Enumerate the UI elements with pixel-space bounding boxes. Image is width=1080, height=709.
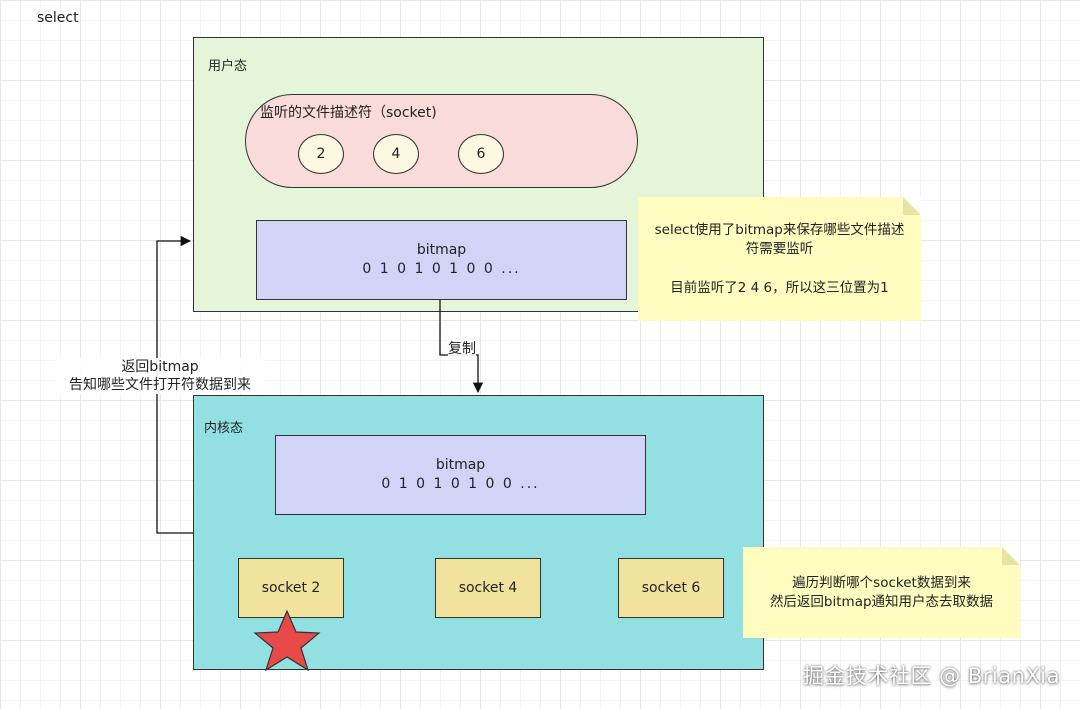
watermark: 掘金技术社区 @ BrianXia (803, 664, 1060, 688)
note-fold-icon (1002, 547, 1020, 565)
kernel-note-line1: 遍历判断哪个socket数据到来 (792, 574, 971, 591)
kernel-note: 遍历判断哪个socket数据到来 然后返回bitmap通知用户态去取数据 (743, 547, 1020, 638)
fd-group (245, 94, 638, 188)
fd-group-label: 监听的文件描述符（socket) (260, 105, 437, 121)
note-fold-icon (903, 197, 921, 215)
socket-box-4: socket 4 (435, 558, 541, 618)
star-icon (253, 609, 321, 672)
fd-node-6: 6 (458, 134, 504, 174)
fd-node-4: 4 (373, 134, 419, 174)
user-bitmap-label: bitmap (416, 242, 467, 258)
user-note-line1: select使用了bitmap来保存哪些文件描述 (654, 221, 905, 238)
diagram-title: select (37, 10, 79, 26)
return-label: 返回bitmap 告知哪些文件打开符数据到来 (55, 358, 265, 394)
socket-box-2: socket 2 (238, 558, 344, 618)
copy-label: 复制 (448, 340, 476, 358)
user-note: select使用了bitmap来保存哪些文件描述 符需要监听 目前监听了2 4 … (638, 197, 921, 321)
user-bitmap: bitmap 0 1 0 1 0 1 0 0 ... (256, 220, 627, 300)
kernel-space-label: 内核态 (204, 421, 244, 436)
user-note-line2: 符需要监听 (745, 240, 814, 257)
user-note-line3: 目前监听了2 4 6，所以这三位置为1 (670, 279, 889, 296)
user-space-label: 用户态 (208, 59, 248, 74)
kernel-note-line2: 然后返回bitmap通知用户态去取数据 (769, 593, 994, 610)
user-bitmap-bits: 0 1 0 1 0 1 0 0 ... (362, 261, 521, 277)
fd-node-2: 2 (298, 134, 344, 174)
return-label-line1: 返回bitmap (121, 359, 199, 375)
return-label-line2: 告知哪些文件打开符数据到来 (69, 377, 251, 393)
socket-box-6: socket 6 (618, 558, 724, 618)
kernel-bitmap: bitmap 0 1 0 1 0 1 0 0 ... (275, 435, 646, 515)
kernel-bitmap-label: bitmap (435, 457, 486, 473)
kernel-bitmap-bits: 0 1 0 1 0 1 0 0 ... (381, 476, 540, 492)
